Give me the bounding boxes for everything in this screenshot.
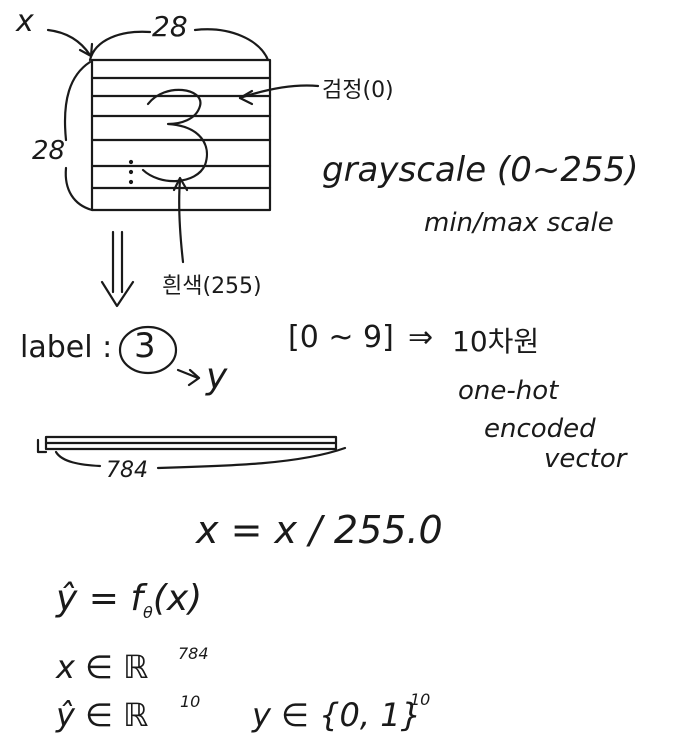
model-formula-sub: θ	[143, 603, 153, 623]
onehot-line-3: vector	[544, 444, 627, 474]
image-grid	[90, 58, 272, 212]
vector-length-label: 784	[106, 458, 148, 483]
x-domain-formula: x ∈ ℝ	[56, 648, 149, 686]
model-formula: ŷ = fθ(x)	[56, 578, 202, 622]
normalize-formula: x = x / 255.0	[196, 508, 443, 552]
implies-arrow: ⇒	[408, 320, 434, 355]
grayscale-note: grayscale (0~255)	[322, 150, 639, 190]
white-pointer-arrow	[178, 178, 185, 264]
model-formula-main: ŷ = f	[56, 578, 144, 619]
onehot-line-2: encoded	[484, 414, 596, 444]
x-pointer-arrow	[46, 28, 92, 57]
x-label: x	[16, 4, 34, 39]
height-brace	[63, 60, 92, 142]
digit-three-stroke	[141, 88, 208, 183]
x-domain-dim: 784	[178, 644, 209, 663]
y-domain-dim: 10	[410, 690, 431, 709]
black-label: 검정(0)	[322, 78, 394, 103]
vector-length-brace	[54, 450, 102, 468]
class-range: [0 ~ 9]	[288, 320, 394, 355]
minmax-note: min/max scale	[424, 208, 614, 238]
yhat-domain-dim: 10	[180, 692, 201, 711]
model-formula-arg: (x)	[152, 578, 203, 619]
dims-label: 10차원	[452, 325, 540, 358]
label-digit-circle	[118, 325, 178, 375]
width-brace	[88, 30, 152, 62]
y-symbol: y	[206, 356, 228, 397]
black-pointer-arrow	[238, 84, 320, 100]
white-label: 흰색(255)	[162, 274, 262, 299]
onehot-line-1: one-hot	[458, 376, 559, 406]
width-label: 28	[152, 10, 188, 43]
label-text: label :	[20, 330, 113, 365]
label-digit: 3	[134, 326, 156, 366]
height-label: 28	[32, 136, 66, 166]
yhat-domain-formula: ŷ ∈ ℝ	[56, 696, 149, 734]
y-domain-formula: y ∈ {0, 1}	[252, 696, 421, 734]
